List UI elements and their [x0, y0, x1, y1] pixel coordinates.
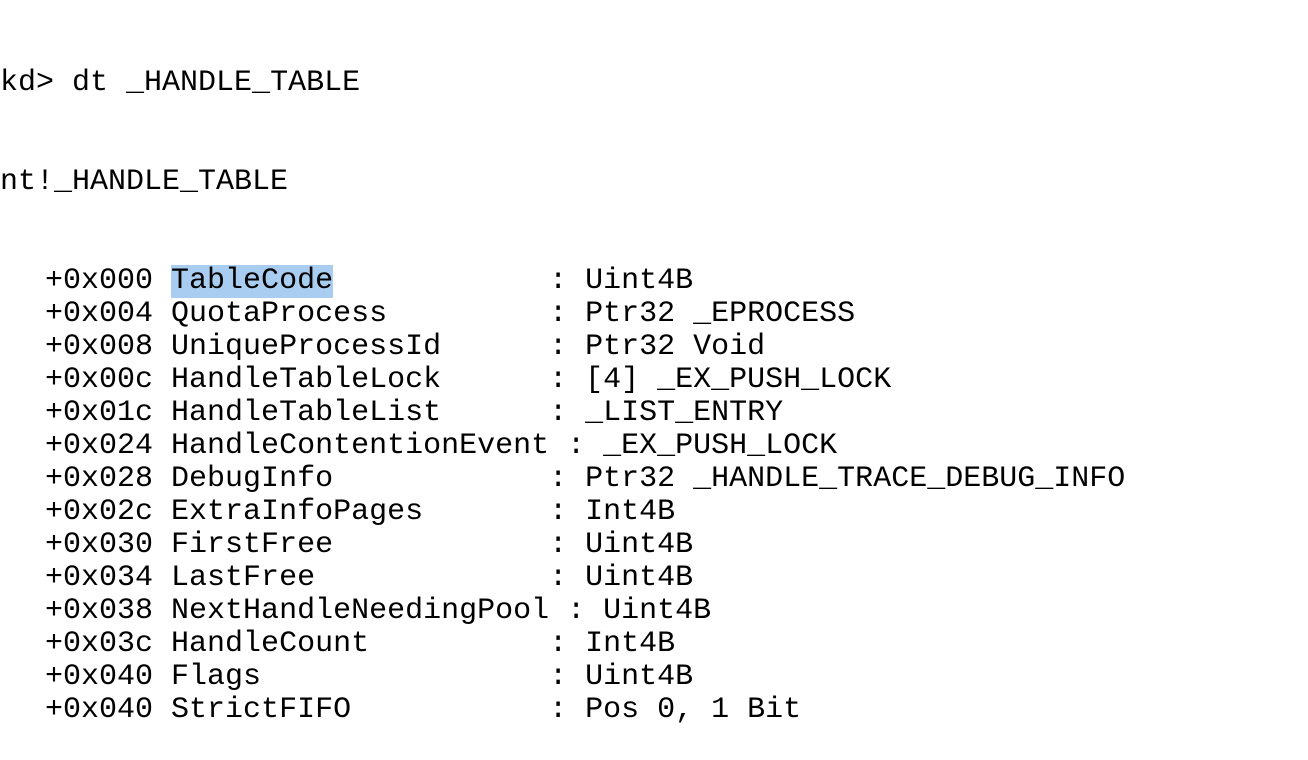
- field-type: _EX_PUSH_LOCK: [603, 429, 838, 463]
- struct-field-row: +0x034 LastFree : Uint4B: [0, 562, 1308, 595]
- field-type: Uint4B: [585, 264, 694, 298]
- field-type: Ptr32 Void: [585, 330, 766, 364]
- field-separator: :: [549, 462, 586, 496]
- struct-field-row: +0x024 HandleContentionEvent : _EX_PUSH_…: [0, 430, 1308, 463]
- field-separator: :: [549, 363, 586, 397]
- field-type: Ptr32 _EPROCESS: [585, 297, 856, 331]
- field-separator: :: [567, 429, 604, 463]
- field-separator: :: [549, 297, 586, 331]
- struct-field-row: +0x02c ExtraInfoPages : Int4B: [0, 496, 1308, 529]
- field-separator: :: [549, 660, 586, 694]
- field-name[interactable]: Flags: [171, 660, 262, 694]
- field-separator: :: [549, 627, 586, 661]
- struct-field-row: +0x00c HandleTableLock : [4] _EX_PUSH_LO…: [0, 364, 1308, 397]
- field-offset: +0x01c: [45, 396, 154, 430]
- field-type: _LIST_ENTRY: [585, 396, 784, 430]
- field-offset: +0x00c: [45, 363, 154, 397]
- field-type: Int4B: [585, 495, 676, 529]
- field-separator: :: [567, 594, 604, 628]
- struct-field-row: +0x038 NextHandleNeedingPool : Uint4B: [0, 595, 1308, 628]
- command-line: kd> dt _HANDLE_TABLE: [0, 67, 1308, 100]
- field-offset: +0x040: [45, 693, 154, 727]
- field-name[interactable]: UniqueProcessId: [171, 330, 442, 364]
- struct-field-row: +0x040 StrictFIFO : Pos 0, 1 Bit: [0, 694, 1308, 727]
- type-header: nt!_HANDLE_TABLE: [0, 165, 289, 199]
- field-separator: :: [549, 693, 586, 727]
- field-name[interactable]: DebugInfo: [171, 462, 334, 496]
- field-name[interactable]: StrictFIFO: [171, 693, 352, 727]
- field-offset: +0x038: [45, 594, 154, 628]
- field-type: Uint4B: [585, 561, 694, 595]
- field-offset: +0x030: [45, 528, 154, 562]
- field-name[interactable]: HandleContentionEvent: [171, 429, 550, 463]
- field-offset: +0x040: [45, 660, 154, 694]
- field-name[interactable]: HandleTableLock: [171, 363, 442, 397]
- field-separator: :: [549, 561, 586, 595]
- struct-field-row: +0x000 TableCode : Uint4B: [0, 265, 1308, 298]
- field-separator: :: [549, 264, 586, 298]
- field-type: Int4B: [585, 627, 676, 661]
- field-name[interactable]: HandleCount: [171, 627, 370, 661]
- field-type: Uint4B: [585, 528, 694, 562]
- field-type: [4] _EX_PUSH_LOCK: [585, 363, 892, 397]
- struct-fields-list: +0x000 TableCode : Uint4B+0x004 QuotaPro…: [0, 265, 1308, 727]
- field-separator: :: [549, 330, 586, 364]
- field-offset: +0x03c: [45, 627, 154, 661]
- debugger-output-pane[interactable]: kd> dt _HANDLE_TABLE nt!_HANDLE_TABLE +0…: [0, 0, 1308, 727]
- field-name[interactable]: ExtraInfoPages: [171, 495, 424, 529]
- field-name[interactable]: NextHandleNeedingPool: [171, 594, 550, 628]
- field-separator: :: [549, 528, 586, 562]
- field-offset: +0x024: [45, 429, 154, 463]
- command-prompt: kd>: [0, 66, 55, 100]
- field-offset: +0x028: [45, 462, 154, 496]
- field-name[interactable]: FirstFree: [171, 528, 334, 562]
- field-separator: :: [549, 495, 586, 529]
- struct-field-row: +0x030 FirstFree : Uint4B: [0, 529, 1308, 562]
- struct-field-row: +0x004 QuotaProcess : Ptr32 _EPROCESS: [0, 298, 1308, 331]
- struct-field-row: +0x028 DebugInfo : Ptr32 _HANDLE_TRACE_D…: [0, 463, 1308, 496]
- field-offset: +0x02c: [45, 495, 154, 529]
- command-text: dt _HANDLE_TABLE: [72, 66, 361, 100]
- struct-field-row: +0x040 Flags : Uint4B: [0, 661, 1308, 694]
- struct-field-row: +0x01c HandleTableList : _LIST_ENTRY: [0, 397, 1308, 430]
- field-type: Uint4B: [603, 594, 712, 628]
- field-offset: +0x000: [45, 264, 154, 298]
- field-offset: +0x008: [45, 330, 154, 364]
- field-name[interactable]: HandleTableList: [171, 396, 442, 430]
- struct-field-row: +0x03c HandleCount : Int4B: [0, 628, 1308, 661]
- field-name[interactable]: LastFree: [171, 561, 316, 595]
- field-type: Ptr32 _HANDLE_TRACE_DEBUG_INFO: [585, 462, 1126, 496]
- field-offset: +0x034: [45, 561, 154, 595]
- field-name[interactable]: QuotaProcess: [171, 297, 388, 331]
- struct-field-row: +0x008 UniqueProcessId : Ptr32 Void: [0, 331, 1308, 364]
- field-offset: +0x004: [45, 297, 154, 331]
- field-type: Pos 0, 1 Bit: [585, 693, 802, 727]
- field-type: Uint4B: [585, 660, 694, 694]
- field-separator: :: [549, 396, 586, 430]
- field-name-selected[interactable]: TableCode: [171, 264, 334, 298]
